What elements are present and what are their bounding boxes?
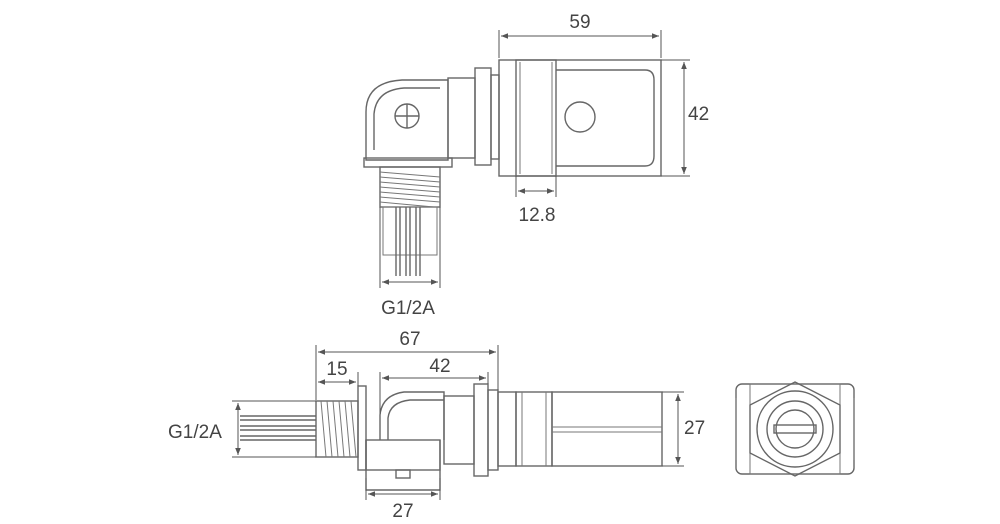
end-view xyxy=(735,381,855,477)
dimension-27-vertical: 27 xyxy=(662,391,705,467)
dim-label-42-side: 42 xyxy=(429,356,450,377)
dimension-thread-side: G1/2A xyxy=(168,400,316,458)
elbow-fitting xyxy=(363,79,453,168)
pins xyxy=(382,206,438,276)
dim-label-67: 67 xyxy=(399,329,420,350)
thread-label-top: G1/2A xyxy=(381,298,435,319)
dim-label-15: 15 xyxy=(326,359,347,380)
side-housing xyxy=(443,383,663,477)
side-thread xyxy=(315,385,367,471)
thread-label-side: G1/2A xyxy=(168,422,222,443)
dimension-42-side: 42 xyxy=(379,356,489,414)
dim-label-27-bottom: 27 xyxy=(392,501,413,522)
dim-label-42-top: 42 xyxy=(688,104,709,125)
sensor-housing xyxy=(498,59,662,177)
dimension-27-bottom: 27 xyxy=(365,478,441,522)
side-pins xyxy=(240,415,316,441)
dim-label-59: 59 xyxy=(569,12,590,33)
side-view: 67 15 42 27 27 xyxy=(168,329,705,522)
threaded-stem xyxy=(379,166,441,208)
top-view: 59 42 12.8 G1/2A xyxy=(363,12,709,319)
dim-label-27-right: 27 xyxy=(684,418,705,439)
dimension-67: 67 xyxy=(315,329,499,400)
screw-hole xyxy=(564,101,596,133)
side-elbow xyxy=(365,391,445,491)
dimension-15: 15 xyxy=(318,359,359,386)
dim-label-12-8: 12.8 xyxy=(519,205,556,226)
dimension-59: 59 xyxy=(498,12,662,58)
dimension-thread-top: G1/2A xyxy=(379,207,441,319)
dimension-12-8: 12.8 xyxy=(515,176,557,226)
connector-body xyxy=(447,67,500,166)
dimension-42-vertical: 42 xyxy=(661,59,709,177)
